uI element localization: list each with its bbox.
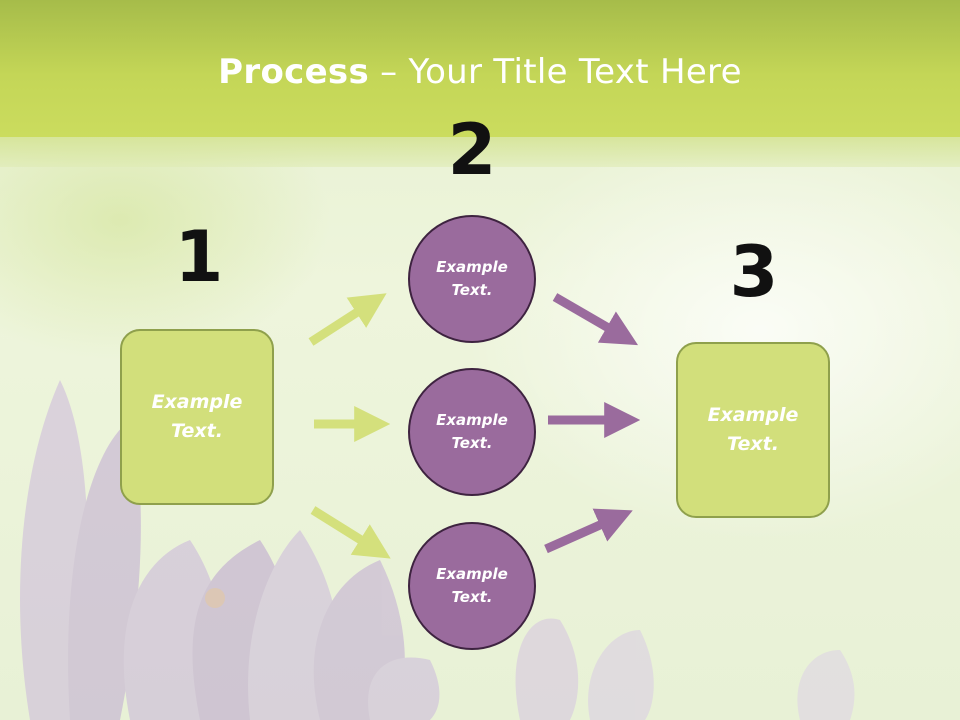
step-3-text-line-2: Text. — [727, 433, 779, 455]
arrow-right-icon — [310, 506, 391, 559]
circle-middle-text-line-1: Example — [436, 411, 508, 429]
slide-title: Process – Your Title Text Here — [0, 52, 960, 92]
title-underband — [0, 137, 960, 167]
circle-top-text-line-2: Text. — [451, 281, 493, 299]
step-1-text-line-2: Text. — [171, 420, 223, 442]
step-2-circle-middle: Example Text. — [408, 368, 536, 496]
arrow-right-icon — [544, 508, 633, 554]
step-number-1: 1 — [174, 216, 224, 298]
step-number-2: 2 — [447, 109, 497, 191]
step-2-circle-top: Example Text. — [408, 215, 536, 343]
step-number-3: 3 — [729, 231, 779, 313]
arrow-right-icon — [552, 293, 639, 346]
step-1-box: Example Text. — [120, 329, 274, 505]
circle-bottom-text-line-1: Example — [436, 565, 508, 583]
circle-middle-text-line-2: Text. — [451, 434, 493, 452]
circle-bottom-text-line-2: Text. — [451, 588, 493, 606]
arrow-right-icon — [308, 293, 387, 346]
title-rest: – Your Title Text Here — [369, 52, 742, 92]
step-3-box: Example Text. — [676, 342, 830, 518]
title-bold: Process — [218, 52, 370, 92]
step-1-text-line-1: Example — [151, 391, 243, 413]
step-2-circle-bottom: Example Text. — [408, 522, 536, 650]
circle-top-text-line-1: Example — [436, 258, 508, 276]
title-bar — [0, 0, 960, 137]
step-3-text-line-1: Example — [707, 404, 799, 426]
